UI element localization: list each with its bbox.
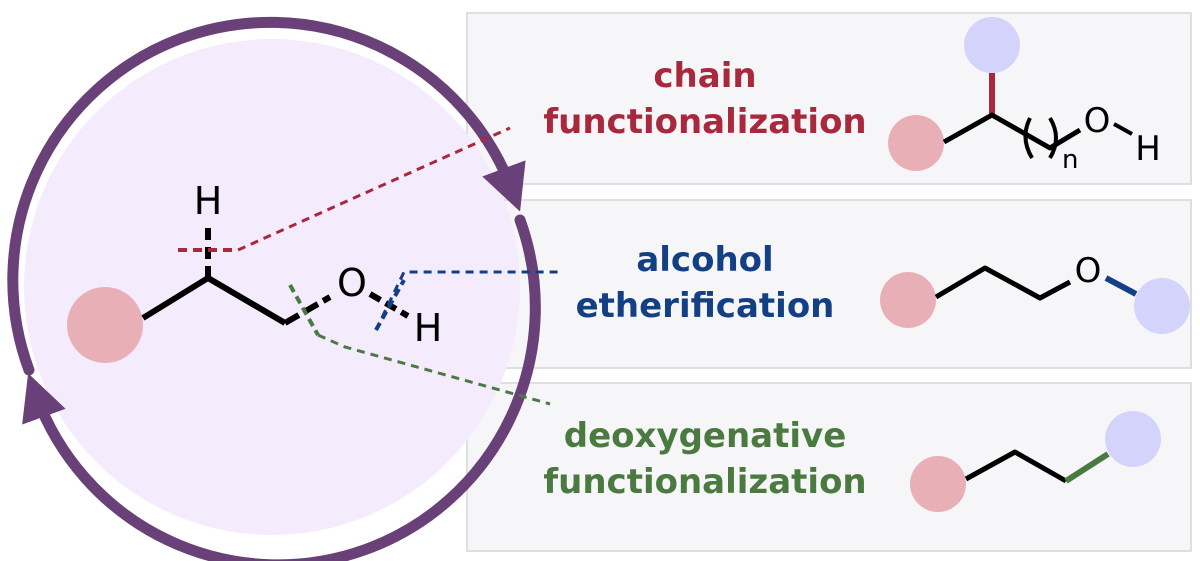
- deoxy-leader-line: [317, 333, 551, 406]
- deoxygenative-functionalization-label: deoxygenative functionalization: [510, 414, 900, 506]
- deoxy-cleavage-mark: [288, 284, 320, 336]
- product3-blue-group: [1105, 411, 1161, 467]
- product3-pink-group: [910, 456, 966, 512]
- product1-paren-right: [1048, 116, 1058, 160]
- product1-atom-o: O: [1084, 101, 1111, 141]
- product2-new-bond: [1104, 275, 1138, 297]
- ether-leader-line: [374, 270, 560, 331]
- cycle-arrow-bottom: [22, 214, 541, 561]
- central-circle: [24, 39, 520, 535]
- label-line-2: etherification: [575, 285, 835, 326]
- product1-pink-group: [888, 115, 944, 171]
- pink-substituent: [67, 287, 143, 363]
- chain-functionalization-panel: [466, 12, 1192, 185]
- label-line-2: functionalization: [543, 461, 867, 502]
- product2-backbone: [934, 265, 1072, 301]
- label-line-1: alcohol: [636, 240, 774, 280]
- product2-atom-o: O: [1075, 251, 1102, 291]
- label-line-2: functionalization: [543, 101, 867, 142]
- product2-pink-group: [880, 272, 936, 328]
- product3-backbone: [964, 449, 1068, 484]
- product2-blue-group: [1134, 278, 1190, 334]
- product1-blue-group: [964, 17, 1020, 73]
- atom-o: O: [337, 261, 367, 305]
- label-line-1: deoxygenative: [563, 416, 847, 456]
- product1-bond-o-h: [1113, 122, 1133, 136]
- ether-cleavage-mark: [374, 279, 406, 331]
- product1-atom-h: H: [1135, 129, 1161, 169]
- alcohol-etherification-label: alcohol etherification: [510, 238, 900, 330]
- deoxygenative-functionalization-panel: [466, 382, 1192, 552]
- product1-backbone: [942, 112, 1082, 151]
- product1-paren-left: [1023, 117, 1034, 160]
- product1-subscript-n: n: [1062, 145, 1078, 175]
- atom-h-top: H: [194, 179, 223, 223]
- label-line-1: chain: [653, 56, 757, 96]
- atom-h-right: H: [414, 306, 443, 350]
- cycle-arrow-top: [7, 16, 526, 376]
- chain-leader-line: [237, 126, 511, 252]
- chain-functionalization-label: chain functionalization: [510, 54, 900, 146]
- bond-c-o: [283, 294, 332, 326]
- product3-new-bond: [1064, 451, 1110, 484]
